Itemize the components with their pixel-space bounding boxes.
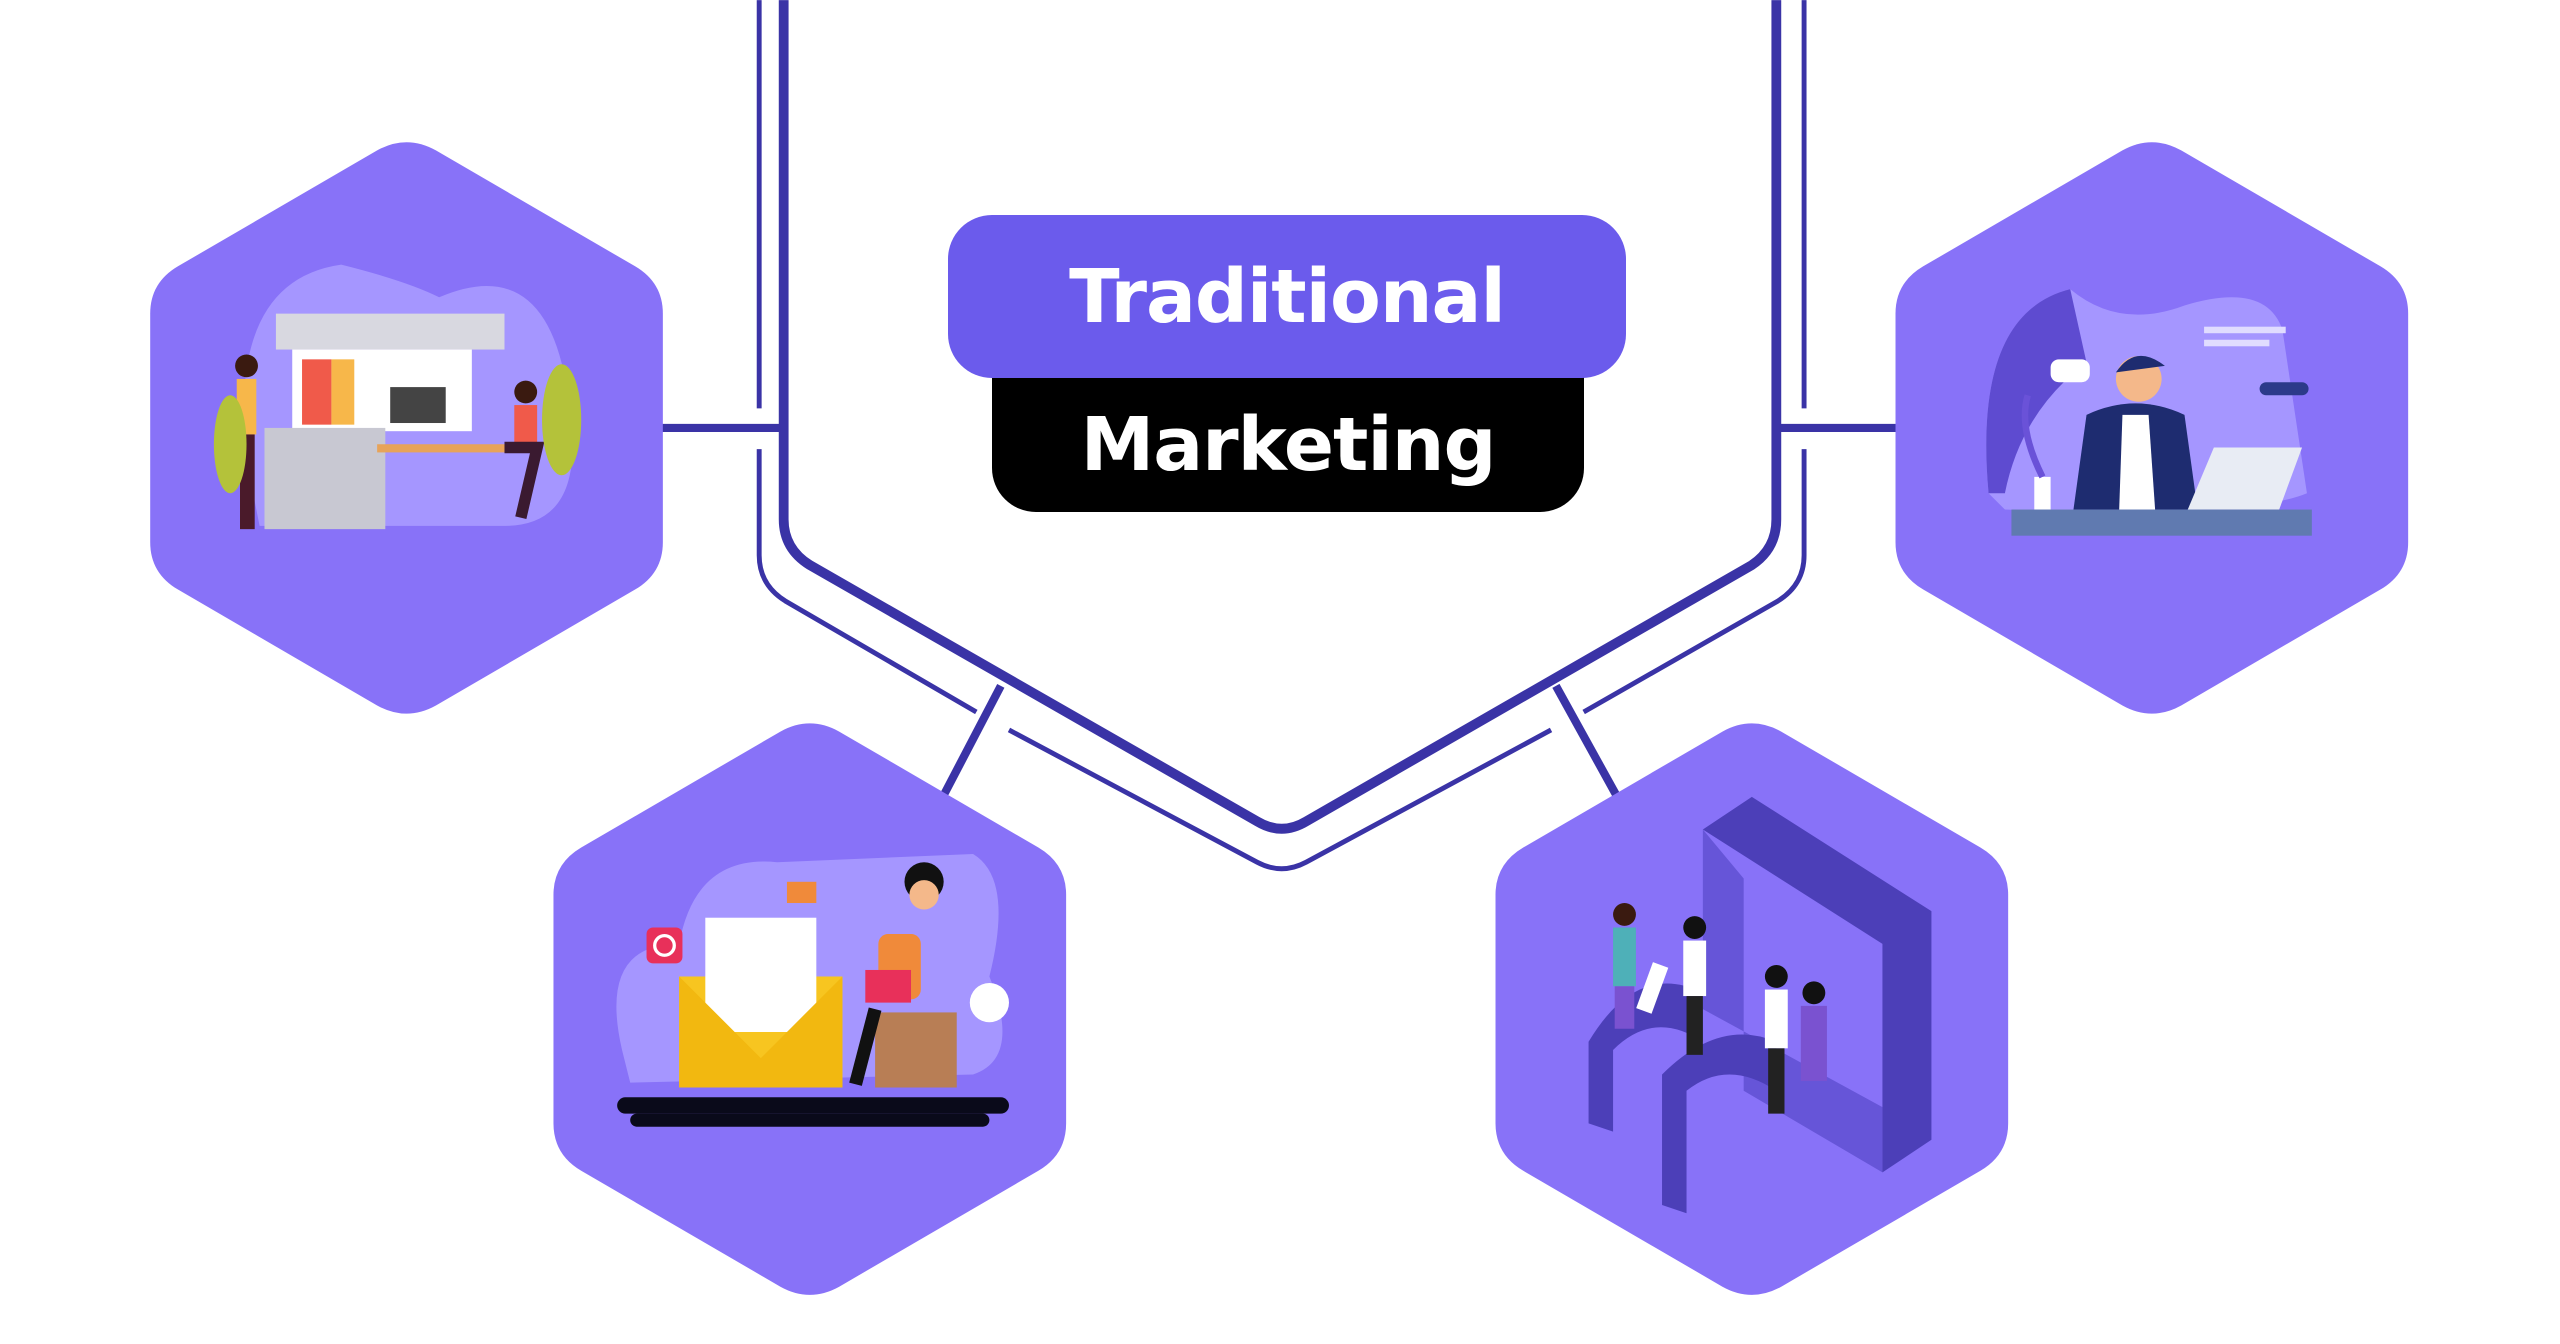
connector-bottom-left [940, 683, 1005, 798]
title-line2: Marketing [1080, 402, 1497, 488]
title-marketing: Marketing [992, 370, 1584, 512]
hexagon-telemarketing [1895, 142, 2409, 714]
title-traditional: Traditional [948, 215, 1626, 378]
print-media-icon [213, 264, 582, 530]
frame-outer-line [756, 0, 1807, 872]
connector-bottom-right [1552, 683, 1620, 798]
telemarketing-icon [1986, 289, 2312, 536]
title-line1: Traditional [1069, 253, 1506, 340]
hexagon-print-media [150, 142, 663, 714]
direct-mail-icon [616, 854, 1009, 1127]
event-booth-icon [1588, 796, 1932, 1214]
hexagon-event-booth [1495, 723, 2009, 1295]
frame-inner-line [778, 0, 1782, 834]
hexagon-direct-mail [553, 723, 1067, 1295]
